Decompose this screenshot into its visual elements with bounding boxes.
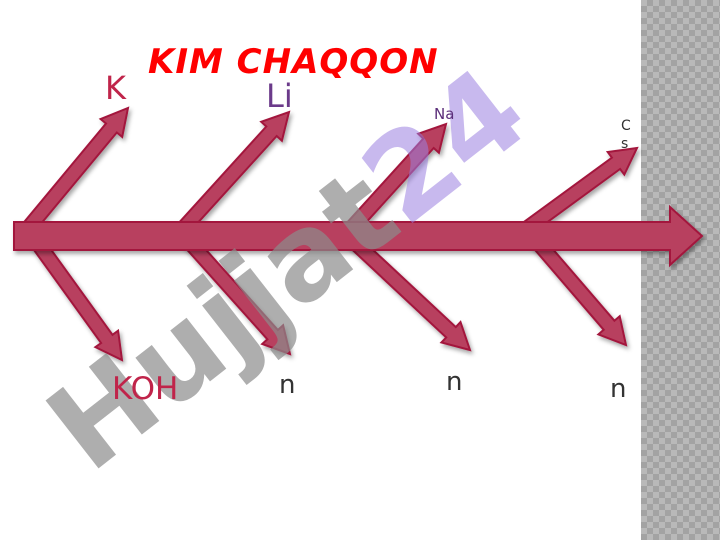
label-n-3: n: [610, 374, 627, 404]
label-n-1: n: [279, 370, 296, 400]
patterned-sidebar: [641, 0, 720, 540]
page-title: KIM CHAQQON: [148, 42, 439, 82]
label-li: Li: [266, 77, 293, 115]
upper-arrow-na: [341, 122, 448, 239]
upper-arrow-li: [173, 110, 291, 239]
label-cs: Cs: [621, 118, 631, 152]
lower-arrows: [26, 231, 628, 362]
main-spine-arrow: [13, 204, 704, 268]
label-n-2: n: [446, 367, 463, 397]
upper-arrows: [18, 106, 639, 240]
label-k: K: [105, 69, 126, 107]
label-koh: KOH: [112, 371, 179, 407]
upper-arrow-cs: [516, 146, 639, 240]
upper-arrow-k: [18, 106, 130, 238]
label-na: Na: [434, 105, 455, 123]
